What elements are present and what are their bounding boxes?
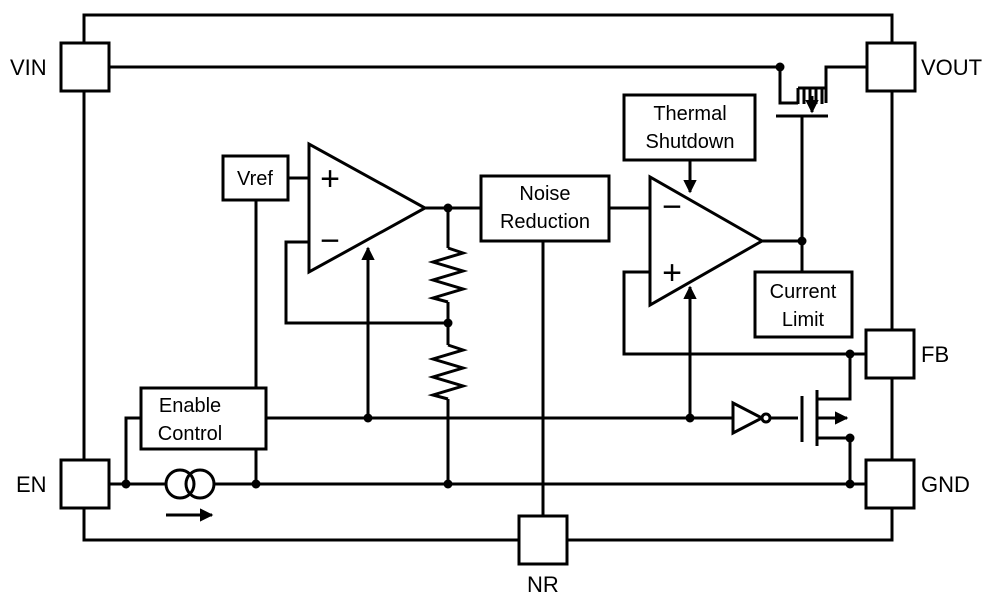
gnd-label: GND	[921, 472, 970, 497]
error-amp-minus-sign: −	[320, 222, 340, 260]
enable-control-block	[139, 386, 268, 451]
resistor-lower	[427, 343, 469, 401]
fb-label: FB	[921, 342, 949, 367]
pass-transistor	[776, 86, 828, 118]
vout-pin	[865, 41, 917, 93]
current-source-icon	[164, 468, 216, 522]
thermal-shutdown-block	[622, 93, 757, 162]
noise-reduction-label-2: Reduction	[500, 211, 590, 233]
current-limit-block	[753, 270, 854, 339]
output-amplifier	[648, 174, 766, 308]
pulldown-transistor	[800, 390, 849, 446]
enable-control-label-1: Enable	[159, 395, 221, 417]
thermal-shutdown-label-1: Thermal	[653, 103, 726, 125]
current-limit-label-2: Limit	[782, 309, 825, 331]
nr-label: NR	[527, 572, 559, 597]
chip-outline	[82, 13, 894, 542]
enable-control-label-2: Control	[158, 423, 222, 445]
thermal-shutdown-label-2: Shutdown	[646, 131, 735, 153]
error-amplifier	[307, 141, 429, 275]
vref-label: Vref	[237, 168, 273, 190]
current-limit-label-1: Current	[770, 281, 837, 303]
output-amp-minus-sign: −	[662, 188, 682, 226]
fb-pin	[864, 328, 916, 380]
gnd-pin	[864, 458, 916, 510]
inverter	[731, 400, 772, 436]
wires	[110, 65, 867, 516]
vin-pin	[59, 41, 111, 93]
nr-pin	[517, 514, 569, 566]
vout-label: VOUT	[921, 55, 982, 80]
en-pin	[59, 458, 111, 510]
noise-reduction-label-1: Noise	[519, 183, 570, 205]
output-amp-plus-sign: +	[662, 254, 682, 292]
error-amp-plus-sign: +	[320, 160, 340, 198]
vref-block	[221, 154, 290, 202]
vin-label: VIN	[10, 55, 47, 80]
junction-dots	[121, 62, 855, 489]
noise-reduction-block	[479, 174, 611, 243]
en-label: EN	[16, 472, 47, 497]
resistor-upper	[427, 246, 469, 304]
